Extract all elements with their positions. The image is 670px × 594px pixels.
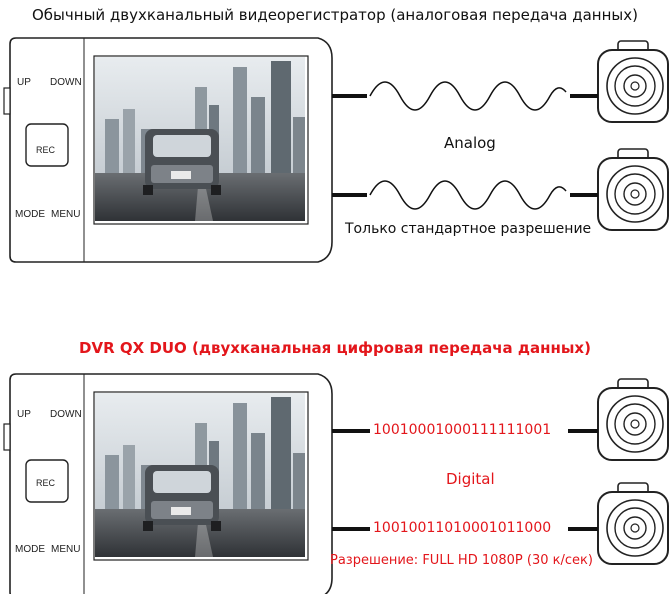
analog-wave-top: [370, 82, 566, 110]
analog-wave-bottom: [370, 181, 566, 209]
digital-signal-label: Digital: [446, 470, 495, 488]
mode-button: MODE: [15, 544, 45, 555]
rec-button: REC: [36, 145, 55, 155]
mode-button: MODE: [15, 209, 45, 220]
analog-signal-label: Analog: [444, 134, 496, 152]
up-button: UP: [17, 409, 31, 420]
down-button: DOWN: [50, 409, 82, 420]
analog-camera-bottom-icon: [598, 149, 668, 230]
menu-button: MENU: [51, 544, 80, 555]
digital-camera-bottom-icon: [598, 483, 668, 564]
rec-button: REC: [36, 478, 55, 488]
digital-caption: Разрешение: FULL HD 1080P (30 к/сек): [330, 553, 593, 568]
up-button: UP: [17, 77, 31, 88]
analog-dvr-screen: [95, 57, 305, 221]
menu-button: MENU: [51, 209, 80, 220]
analog-caption: Только стандартное разрешение: [345, 221, 591, 237]
digital-dvr-screen: [95, 393, 305, 557]
digital-bits-bottom: 10010011010001011000: [373, 520, 551, 536]
digital-camera-top-icon: [598, 379, 668, 460]
analog-camera-top-icon: [598, 41, 668, 122]
down-button: DOWN: [50, 77, 82, 88]
digital-bits-top: 10010001000111111001: [373, 422, 551, 438]
